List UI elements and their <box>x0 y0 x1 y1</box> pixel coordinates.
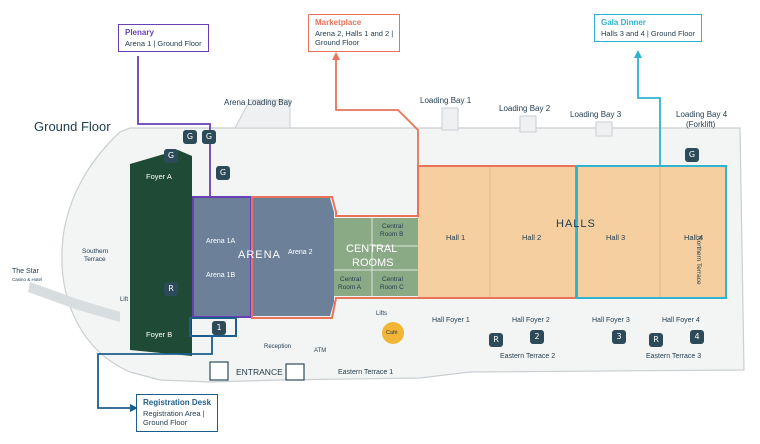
gala-leader <box>637 56 661 166</box>
bay3-stub <box>595 121 613 137</box>
arena-2-label: Arena 2 <box>288 249 313 256</box>
hall-foyer-2-label: Hall Foyer 2 <box>512 317 550 324</box>
arena-1a-label: Arena 1A <box>206 238 236 245</box>
foyer-a-label: Foyer A <box>146 172 172 181</box>
hall-3-label: Hall 3 <box>606 233 626 242</box>
registration-arrow <box>130 404 138 412</box>
southern-terrace-label-1: Southern <box>82 248 109 255</box>
marketplace-line2: Ground Floor <box>315 38 360 48</box>
marketplace-line1: Arena 2, Halls 1 and 2 | <box>315 29 394 38</box>
floor-title: Ground Floor <box>34 119 111 134</box>
arena-big-label: ARENA <box>238 249 281 261</box>
entry-1-badge: 1 <box>212 321 226 335</box>
registration-callout: Registration Desk Registration Area | Gr… <box>136 394 219 432</box>
central-room-a-label-1: Central <box>340 276 361 283</box>
marketplace-leader <box>335 58 419 166</box>
lifts-label: Lifts <box>376 311 388 317</box>
plenary-callout: Plenary Arena 1 | Ground Floor <box>118 24 209 53</box>
halls-block <box>418 166 726 298</box>
the-star-sub: Casino & Hotel <box>12 277 43 282</box>
hall-1-label: Hall 1 <box>446 233 466 242</box>
bay1-stub <box>441 107 459 131</box>
gala-outline <box>576 165 727 299</box>
atm-label: ATM <box>314 348 327 354</box>
bay2-stub <box>519 115 537 133</box>
goods-lift-icon: G <box>685 148 699 162</box>
arena-1-block <box>194 198 250 316</box>
restroom-icon: R <box>489 333 503 347</box>
plenary-leader <box>137 56 211 196</box>
loading-bay-1-label: Loading Bay 1 <box>420 96 472 105</box>
eastern-terrace-1-label: Eastern Terrace 1 <box>338 369 394 376</box>
entrance-label: ENTRANCE <box>236 367 283 377</box>
plenary-title: Plenary <box>125 28 154 37</box>
marketplace-callout: Marketplace Arena 2, Halls 1 and 2 | Gro… <box>308 14 401 52</box>
central-rooms-block <box>334 218 418 296</box>
foyer-b-label: Foyer B <box>146 330 173 339</box>
registration-outline <box>189 317 237 337</box>
entry-3-badge: 3 <box>612 330 626 344</box>
hall-2-label: Hall 2 <box>522 233 542 242</box>
entrance-door-2 <box>285 363 305 381</box>
lift-label: Lift <box>120 297 129 303</box>
registration-line2: Ground Floor <box>143 418 188 428</box>
reception-label: Reception <box>264 344 292 350</box>
goods-lift-icon: G <box>164 149 178 163</box>
halls-big-label: HALLS <box>556 218 596 230</box>
central-room-b-label-1: Central <box>382 223 403 230</box>
marketplace-arrow <box>332 52 340 60</box>
star-walkway <box>28 282 120 322</box>
central-room-c-label-2: Room C <box>380 284 404 291</box>
registration-title: Registration Desk <box>143 398 212 407</box>
hall-foyer-1-label: Hall Foyer 1 <box>432 317 470 324</box>
gala-line1: Halls 3 and 4 | Ground Floor <box>601 29 696 38</box>
northern-terrace-label: Northern Terrace <box>695 236 702 285</box>
hall-4-label: Hall 4 <box>684 233 704 242</box>
registration-leader <box>97 336 213 409</box>
cafe-label: Café <box>386 330 398 336</box>
arena-1b-label: Arena 1B <box>206 272 236 279</box>
hall-foyer-4-label: Hall Foyer 4 <box>662 317 700 324</box>
gala-callout: Gala Dinner Halls 3 and 4 | Ground Floor <box>594 14 703 43</box>
goods-lift-icon: G <box>202 130 216 144</box>
central-rooms-label-2: ROOMS <box>352 257 394 269</box>
plenary-line1: Arena 1 | Ground Floor <box>125 39 202 48</box>
central-room-c-label-1: Central <box>382 276 403 283</box>
entry-2-badge: 2 <box>530 330 544 344</box>
goods-lift-icon: G <box>216 166 230 180</box>
gala-arrow <box>634 50 642 58</box>
loading-bay-3-label: Loading Bay 3 <box>570 110 622 119</box>
the-star-label: The Star <box>12 268 39 275</box>
central-rooms-label-1: CENTRAL <box>346 243 398 255</box>
eastern-terrace-3-label: Eastern Terrace 3 <box>646 353 702 360</box>
loading-bay-2-label: Loading Bay 2 <box>499 104 551 113</box>
northern-block <box>234 99 291 129</box>
arena-2-block <box>252 198 334 316</box>
central-room-a-label-2: Room A <box>338 284 362 291</box>
loading-bay-4-sub: (Forklift) <box>686 120 716 129</box>
restroom-icon: R <box>649 333 663 347</box>
hall-foyer-3-label: Hall Foyer 3 <box>592 317 630 324</box>
entrance-door <box>209 361 229 381</box>
restroom-icon: R <box>164 282 178 296</box>
southern-terrace-label-2: Terrace <box>84 256 106 263</box>
cafe-icon <box>382 322 404 344</box>
foyer-area <box>130 150 192 356</box>
marketplace-title: Marketplace <box>315 18 362 27</box>
loading-bay-4-label: Loading Bay 4 <box>676 110 728 119</box>
entry-4-badge: 4 <box>690 330 704 344</box>
arena-loading-bay-label: Arena Loading Bay <box>224 98 293 107</box>
goods-lift-icon: G <box>183 130 197 144</box>
eastern-terrace-2-label: Eastern Terrace 2 <box>500 353 556 360</box>
registration-line1: Registration Area | <box>143 409 205 418</box>
gala-title: Gala Dinner <box>601 18 646 27</box>
central-room-b-label-2: Room B <box>380 231 404 238</box>
